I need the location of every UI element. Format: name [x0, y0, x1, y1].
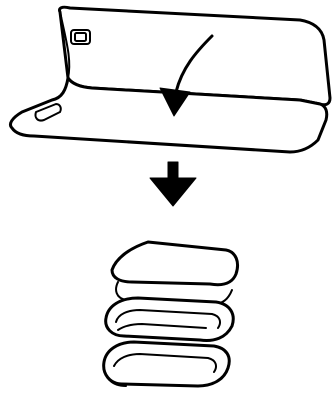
step-1-sheet: [10, 7, 330, 152]
stack-middle-layer: [106, 298, 234, 340]
down-arrow-icon: [150, 162, 196, 206]
down-arrow-head: [150, 178, 196, 206]
step-2-folded-stack: [104, 242, 238, 386]
stack-top-layer: [112, 242, 238, 285]
down-arrow-shaft: [168, 162, 178, 180]
stack-bottom-layer: [104, 342, 230, 386]
